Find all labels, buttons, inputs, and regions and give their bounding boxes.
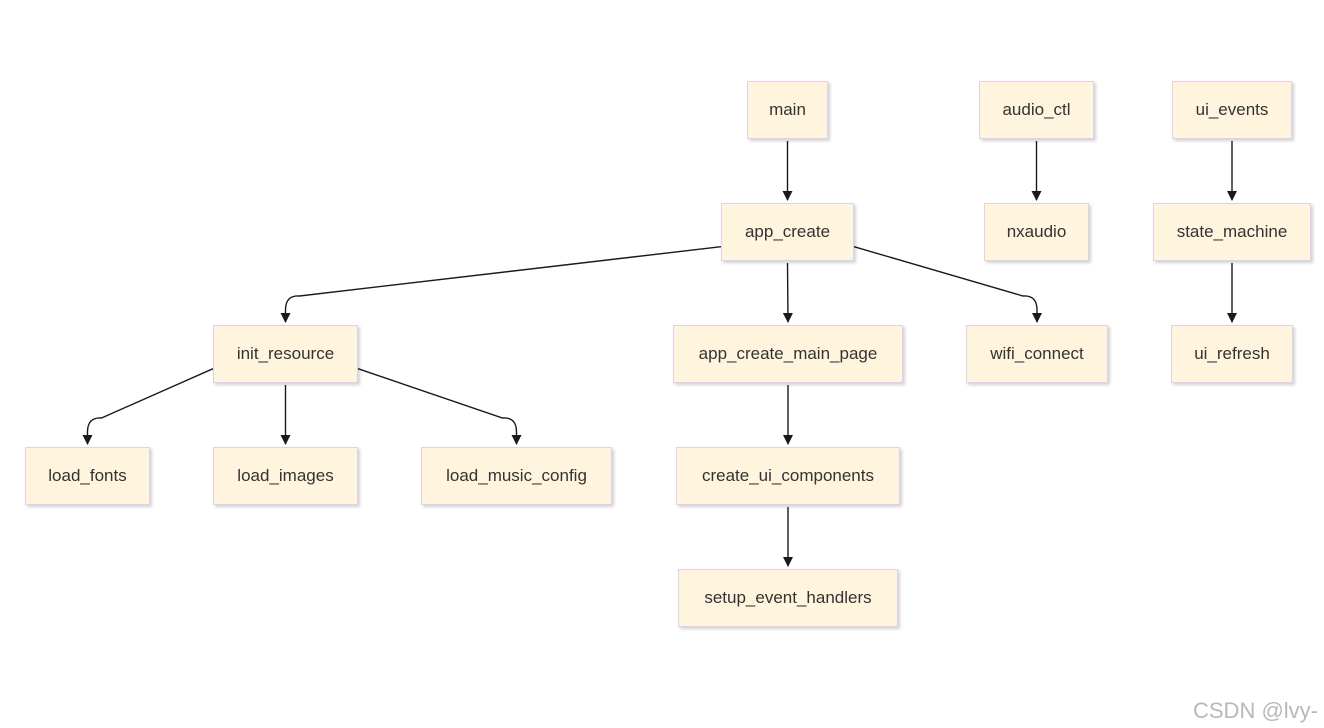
edge-init_resource-to-load_music_config — [357, 368, 522, 445]
node-init-resource: init_resource — [213, 325, 358, 383]
node-label: init_resource — [236, 344, 335, 363]
node-label: nxaudio — [1006, 222, 1067, 241]
node-main: main — [747, 81, 828, 139]
node-load-fonts: load_fonts — [25, 447, 150, 505]
node-nxaudio: nxaudio — [984, 203, 1089, 261]
node-label: app_create_main_page — [698, 344, 878, 363]
node-load-music-config: load_music_config — [421, 447, 612, 505]
node-app-create-main-page: app_create_main_page — [673, 325, 903, 383]
edge-app_create-to-app_create_main_page — [782, 262, 793, 323]
node-ui-events: ui_events — [1172, 81, 1292, 139]
node-setup-event-handlers: setup_event_handlers — [678, 569, 898, 627]
node-label: ui_refresh — [1194, 344, 1270, 363]
node-app-create: app_create — [721, 203, 854, 261]
node-label: state_machine — [1176, 222, 1288, 241]
node-audio-ctl: audio_ctl — [979, 81, 1094, 139]
node-label: create_ui_components — [701, 466, 874, 485]
watermark: CSDN @lvy- — [1193, 698, 1318, 723]
node-label: ui_events — [1195, 100, 1269, 119]
edge-app_create-to-init_resource — [280, 246, 722, 323]
node-label: load_music_config — [446, 466, 587, 485]
node-wifi-connect: wifi_connect — [966, 325, 1108, 383]
node-label: load_images — [237, 466, 334, 485]
node-load-images: load_images — [213, 447, 358, 505]
node-label: load_fonts — [48, 466, 127, 485]
node-label: app_create — [744, 222, 831, 241]
node-label: main — [769, 100, 806, 119]
node-create-ui-components: create_ui_components — [676, 447, 900, 505]
node-label: wifi_connect — [990, 344, 1084, 363]
node-ui-refresh: ui_refresh — [1171, 325, 1293, 383]
node-label: setup_event_handlers — [704, 588, 872, 607]
node-state-machine: state_machine — [1153, 203, 1311, 261]
edge-init_resource-to-load_fonts — [82, 368, 214, 445]
edge-app_create-to-wifi_connect — [853, 246, 1042, 323]
node-label: audio_ctl — [1002, 100, 1071, 119]
